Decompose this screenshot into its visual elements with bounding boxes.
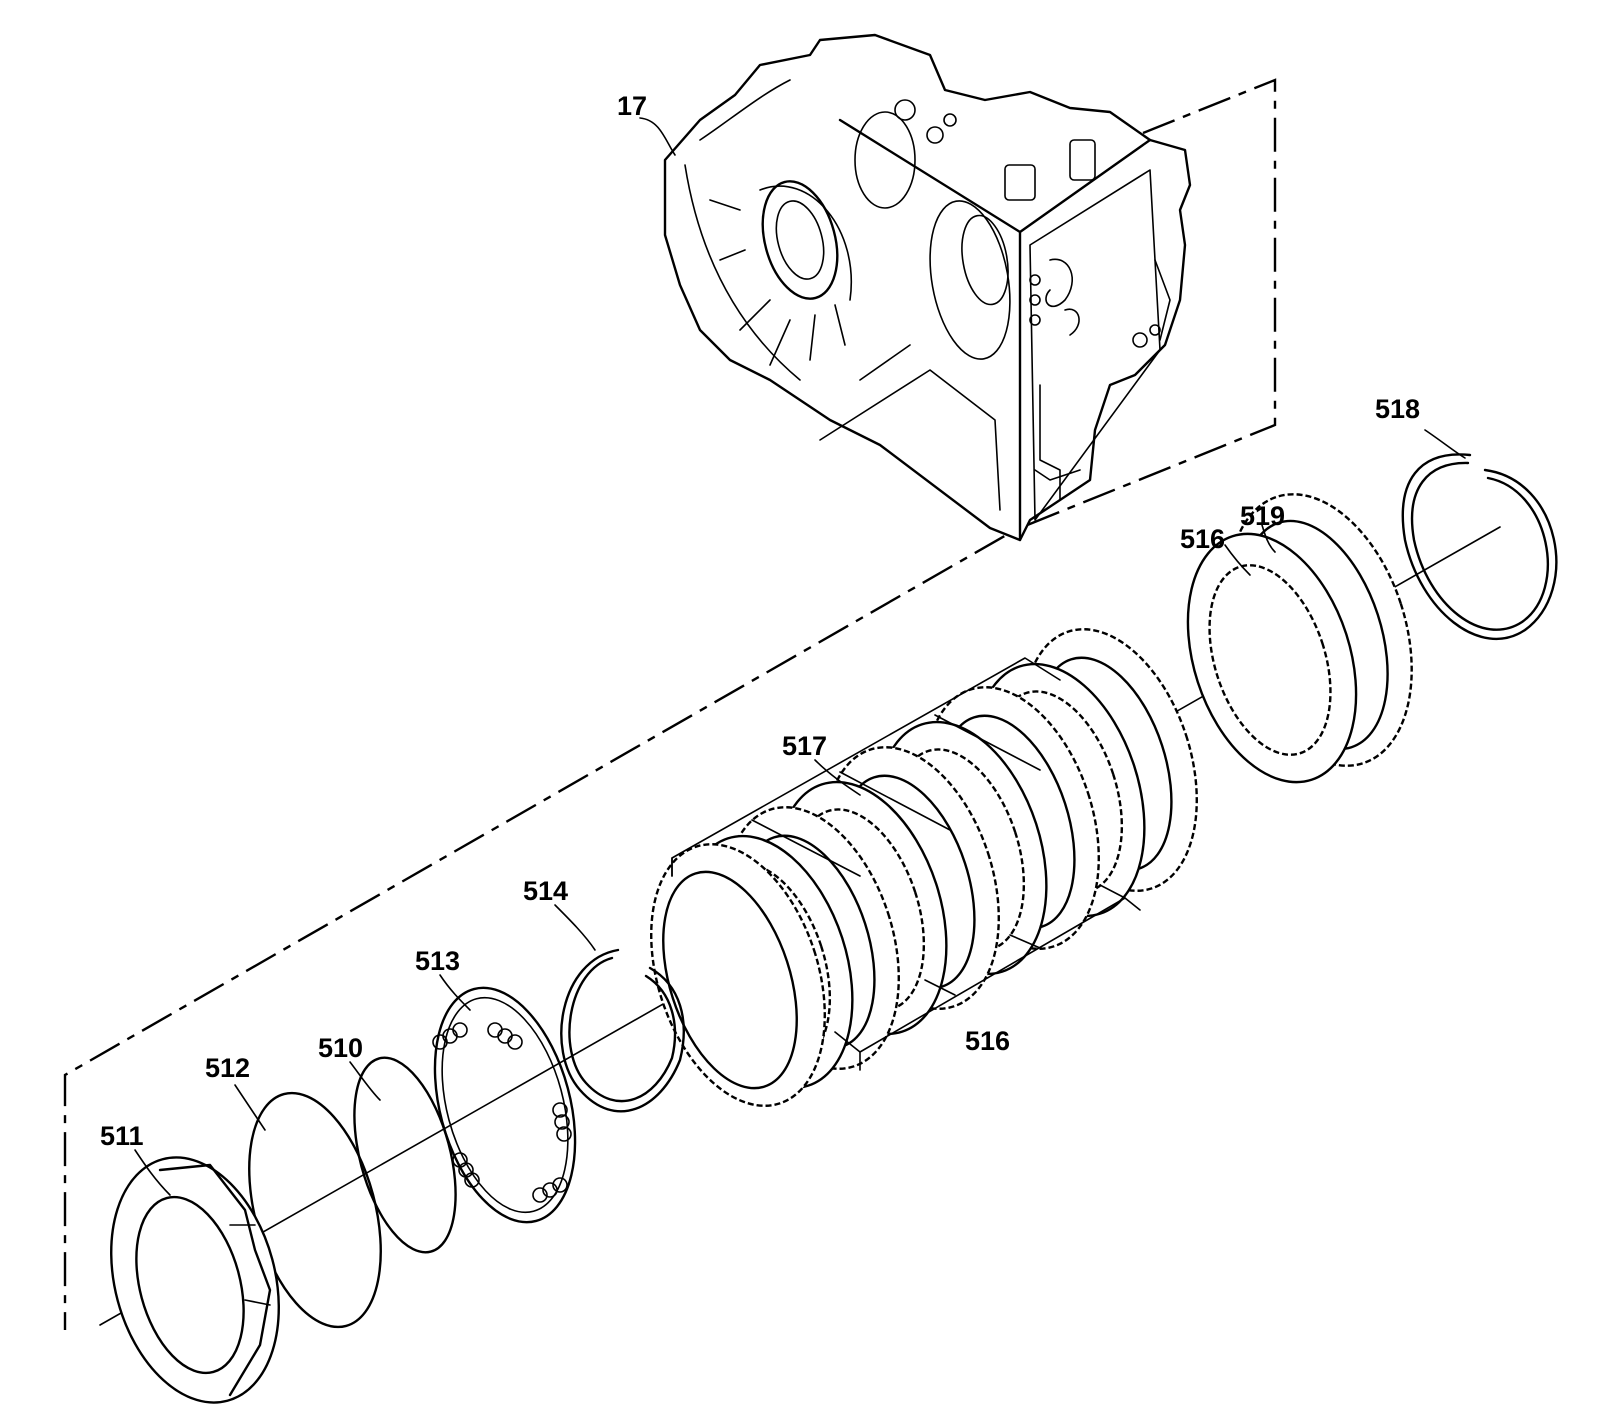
- seal-drawing-510: [353, 1056, 457, 1254]
- snap-ring-drawing-518: [1401, 453, 1558, 641]
- plate-group-brackets: [671, 657, 1141, 1071]
- callout-514: 514: [523, 876, 568, 906]
- callout-518: 518: [1375, 394, 1420, 424]
- callout-510: 510: [318, 1033, 363, 1063]
- callout-leaders: [134, 117, 1466, 1196]
- assembly-boundary: [63, 78, 1277, 1330]
- piston-drawing-511: [110, 1156, 280, 1404]
- clutch-plate-pack: [650, 628, 1198, 1107]
- callout-511: 511: [100, 1121, 144, 1151]
- callout-513: 513: [415, 946, 460, 976]
- callout-516-lower: 516: [965, 1026, 1010, 1056]
- transmission-case-drawing: [663, 33, 1192, 542]
- callout-17: 17: [617, 91, 647, 121]
- callout-519: 519: [1240, 501, 1285, 531]
- clutch-plate-drawing-516-upper: [1186, 532, 1358, 784]
- callout-512: 512: [205, 1053, 250, 1083]
- callout-517: 517: [782, 731, 827, 761]
- callout-516-upper: 516: [1180, 524, 1225, 554]
- snap-ring-drawing-514: [560, 948, 685, 1113]
